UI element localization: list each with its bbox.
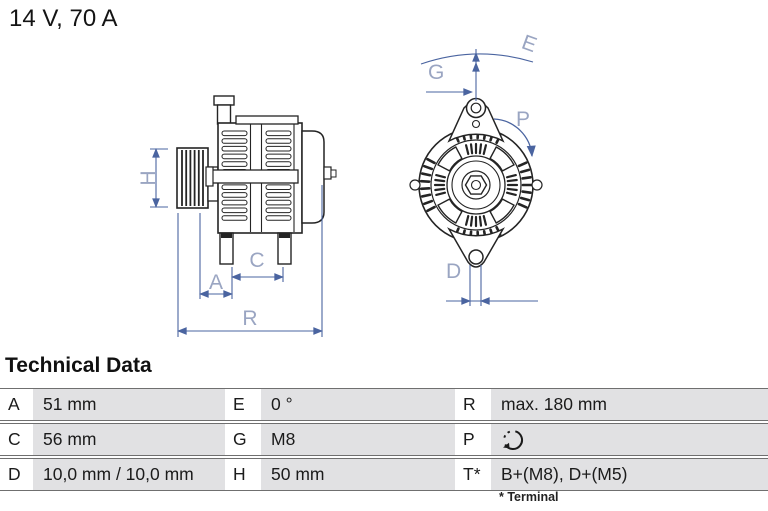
bottom-lug-hole bbox=[468, 249, 484, 265]
table-row: C 56 mm G M8 P bbox=[0, 423, 768, 456]
table-title: Technical Data bbox=[5, 354, 152, 377]
bolt-head bbox=[205, 166, 214, 187]
terminal-tip bbox=[330, 169, 337, 178]
spec-e-value: 0 ° bbox=[261, 389, 455, 420]
spec-g-value: M8 bbox=[261, 424, 455, 455]
spec-c-label: C bbox=[0, 429, 33, 450]
side-view-dimensions: H A C R bbox=[137, 148, 323, 337]
front-view-dimensions: E G P D bbox=[420, 31, 540, 306]
through-bolt bbox=[211, 169, 299, 184]
spec-t-value: B+(M8), D+(M5) bbox=[491, 459, 768, 490]
side-ear-left bbox=[409, 179, 421, 191]
terminal-footnote: * Terminal bbox=[499, 490, 559, 504]
dim-label-h: H bbox=[137, 170, 160, 185]
spec-h-label: H bbox=[225, 464, 261, 485]
dim-label-a: A bbox=[209, 271, 223, 294]
top-lug-cap bbox=[213, 95, 235, 106]
pulley-grooves bbox=[181, 150, 204, 206]
dim-label-p: P bbox=[516, 108, 530, 131]
spec-r-value: max. 180 mm bbox=[491, 389, 768, 420]
dim-label-g: G bbox=[428, 61, 444, 84]
dim-label-d: D bbox=[446, 260, 461, 283]
bottom-mounting-lug bbox=[447, 227, 505, 268]
body-top-band bbox=[235, 115, 299, 125]
technical-data-table: A 51 mm E 0 ° R max. 180 mm C 56 mm G M8… bbox=[0, 388, 768, 493]
spec-c-value: 56 mm bbox=[33, 424, 225, 455]
spec-a-label: A bbox=[0, 394, 33, 415]
rotation-direction-icon bbox=[503, 429, 523, 450]
spec-d-value: 10,0 mm / 10,0 mm bbox=[33, 459, 225, 490]
dim-label-c: C bbox=[249, 249, 264, 272]
rotation-arrow-p bbox=[493, 118, 536, 158]
table-row: A 51 mm E 0 ° R max. 180 mm bbox=[0, 388, 768, 421]
spec-d-label: D bbox=[0, 464, 33, 485]
alternator-front-view-drawing bbox=[409, 97, 543, 268]
table-row: D 10,0 mm / 10,0 mm H 50 mm T* B+(M8), D… bbox=[0, 458, 768, 491]
technical-drawing: H A C R bbox=[137, 31, 543, 337]
dim-label-r: R bbox=[242, 307, 257, 330]
alternator-side-view-drawing bbox=[176, 95, 337, 265]
top-lug-stem bbox=[216, 104, 232, 125]
spec-h-value: 50 mm bbox=[261, 459, 455, 490]
terminal-stud bbox=[323, 166, 332, 180]
spec-g-label: G bbox=[225, 429, 261, 450]
spec-t-label: T* bbox=[455, 464, 491, 485]
dim-label-e: E bbox=[519, 31, 540, 57]
shaft-nut bbox=[464, 175, 488, 195]
spec-p-label: P bbox=[455, 429, 491, 450]
product-rating: 14 V, 70 A bbox=[9, 5, 118, 32]
side-ear-right bbox=[531, 179, 543, 191]
spec-r-label: R bbox=[455, 394, 491, 415]
spec-p-value bbox=[491, 424, 768, 455]
rear-cap bbox=[301, 130, 325, 224]
spec-e-label: E bbox=[225, 394, 261, 415]
top-lug-hole bbox=[465, 97, 487, 119]
spec-a-value: 51 mm bbox=[33, 389, 225, 420]
